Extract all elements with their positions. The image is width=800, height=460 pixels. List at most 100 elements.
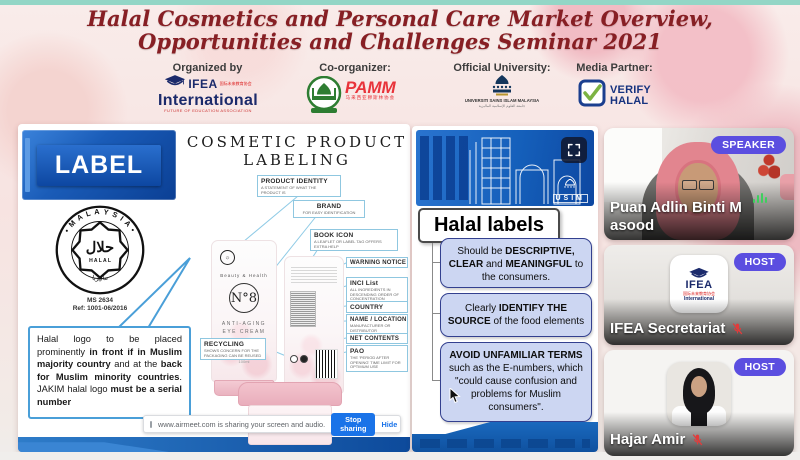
ifea-tagline: FUTURE OF EDUCATION ASSOCIATION [164, 108, 252, 113]
verify-word: VERIFY [610, 83, 651, 96]
halal-standard-ref: MS 2634 Ref: 1001-06/2016 [36, 297, 164, 313]
tube-product-line2: EYE CREAM [222, 329, 266, 335]
video-tile-host-hajar[interactable]: HOST Hajar Amir [604, 350, 794, 456]
avatar-face [691, 376, 707, 397]
top-strip [0, 0, 800, 5]
usim-name: UNIVERSITI SAINS ISLAM MALAYSIA [464, 98, 540, 103]
tube-back-text-lines [291, 265, 337, 283]
graduation-cap-icon [164, 74, 186, 93]
verify-check-icon [578, 79, 606, 112]
red-plant-decor [758, 154, 780, 184]
halal-ref-number: Ref: 1001-06/2016 [72, 305, 128, 312]
stop-sharing-button[interactable]: Stop sharing [331, 412, 376, 436]
shared-slide-right: USIM Halal labels Should be DESCRIPTIVE,… [412, 126, 598, 452]
halal-word: HALAL [610, 94, 649, 107]
ifea-chinese-name: 国际未来教育协会 [219, 80, 252, 86]
usim-building-header: USIM [416, 130, 594, 206]
share-message: www.airmeet.com is sharing your screen a… [158, 419, 326, 429]
host-badge: HOST [733, 358, 786, 376]
slide-right-footer-bar [412, 422, 598, 452]
barcode [315, 349, 338, 379]
diagram-title: COSMETIC PRODUCT LABELING [186, 133, 408, 169]
mosque-emblem-icon [306, 75, 342, 119]
bottom-strip [0, 452, 800, 460]
speaker-name: Puan Adlin Binti M asood [610, 199, 742, 234]
halal-standard: MS 2634 [86, 297, 114, 304]
callout-pao: PAO THE 'PERIOD AFTER OPENING' TIME LIMI… [346, 345, 408, 372]
video-tile-speaker[interactable]: SPEAKER Puan Adlin Binti M asood [604, 128, 794, 240]
usim-logo-badge: USIM [552, 176, 588, 203]
label-title: LABEL [36, 144, 162, 186]
pao-symbol-icon [300, 355, 308, 363]
seminar-title: Halal Cosmetics and Personal Care Market… [0, 7, 800, 53]
share-source-icon [150, 420, 152, 428]
tree-connector-2 [432, 313, 440, 314]
tree-connector-vertical [432, 243, 433, 381]
name-overlay-gradient [604, 412, 794, 456]
cosmetic-tube-front: ۞ Beauty & Health N°8 ANTI-AGING EYE CRE… [211, 240, 277, 382]
audio-level-icon [752, 193, 767, 203]
host2-name: Hajar Amir [610, 431, 704, 451]
ifea-name: International [158, 92, 258, 109]
seminar-title-line2: Opportunities and Challenges Seminar 202… [138, 29, 662, 54]
pamm-wordmark: PAMM [345, 78, 396, 97]
callout-net-contents: NET CONTENTS [346, 333, 408, 344]
tree-connector-3 [432, 380, 440, 381]
host-badge: HOST [733, 253, 786, 271]
tube-net-content: 100ml [238, 359, 250, 364]
organized-by-label: Organized by [172, 62, 243, 74]
host1-name: IFEA Secretariat [610, 320, 744, 340]
fullscreen-expand-icon[interactable] [561, 137, 587, 163]
verify-halal-logo: VERIFY HALAL [578, 79, 651, 112]
name-overlay-gradient [604, 299, 794, 345]
callout-book-icon: BOOK ICON A LEAFLET OR LABEL TAG OFFERS … [310, 229, 398, 252]
hide-link[interactable]: Hide [381, 419, 398, 429]
tube-brand: Beauty & Health [220, 273, 268, 278]
callout-brand: BRAND FOR EASY IDENTIFICATION [293, 200, 365, 218]
usim-arabic-name: جامعة العلوم الإسلامية الماليزية [478, 104, 526, 108]
screen-share-notification: www.airmeet.com is sharing your screen a… [143, 412, 401, 436]
pamm-logo: PAMM 马来西亚穆斯林协会 [345, 78, 396, 101]
usim-emblem-icon [490, 74, 514, 101]
callout-product-identity: PRODUCT IDENTITY A STATEMENT OF WHAT THE… [257, 175, 341, 198]
video-tile-host-ifea[interactable]: IFEA 国际未来教育协会 International HOST IFEA Se… [604, 245, 794, 345]
halal-labels-point-3: AVOID UNFAMILIAR TERMS such as the E-num… [440, 342, 592, 422]
halal-logo-placement-note: Halal logo to be placed prominently in f… [28, 326, 191, 419]
cosmetic-jar-lid [238, 382, 342, 406]
pamm-chinese-name: 马来西亚穆斯林协会 [345, 95, 396, 100]
callout-inci-list: INCI List ALL INGREDIENTS IN DESCENDING … [346, 277, 408, 304]
speaker-badge: SPEAKER [711, 136, 786, 154]
building-windows [420, 136, 472, 200]
tree-connector-1 [432, 262, 440, 263]
ifea-acronym: IFEA [188, 76, 218, 91]
mouse-cursor [449, 388, 461, 404]
usim-dome-icon [564, 178, 576, 188]
tube-product-line1: ANTI-AGING [221, 321, 267, 327]
official-university-label: Official University: [453, 62, 551, 74]
callout-warning-notice: WARNING NOTICE [346, 257, 408, 268]
halal-labels-point-1: Should be DESCRIPTIVE, CLEAR and MEANING… [440, 238, 592, 288]
shared-slide-left: LABEL • M A L A Y S I A • ماليزيا حلال H… [18, 124, 410, 452]
callout-country: COUNTRY [346, 301, 408, 313]
building-line-art [469, 137, 581, 205]
label-header: LABEL [22, 130, 176, 200]
svg-text:حلال: حلال [86, 240, 115, 256]
tube-ingredients-block [290, 291, 316, 327]
ifea-logo: IFEA 国际未来教育协会 International FUTURE OF ED… [138, 74, 278, 113]
cosmetic-tube-back [284, 256, 344, 394]
svg-text:H A L A L: H A L A L [89, 258, 111, 264]
seminar-title-line1: Halal Cosmetics and Personal Care Market… [87, 6, 713, 31]
halal-malaysia-logo: • M A L A Y S I A • ماليزيا حلال H A L A… [54, 204, 146, 301]
mic-muted-icon [691, 433, 704, 451]
callout-name-location: NAME / LOCATION MANUFACTURER OR DISTRIBU… [346, 314, 408, 336]
name-overlay-gradient [604, 182, 794, 240]
tube-number-badge: N°8 [229, 283, 259, 313]
usim-wordmark: USIM [552, 194, 588, 203]
tube-halal-mark-icon: ۞ [220, 250, 235, 265]
graduation-cap-icon [689, 267, 709, 278]
recycle-symbol-icon [290, 355, 298, 363]
mic-muted-icon [731, 322, 744, 340]
callout-recycling: RECYCLING SHOWS CONCERN FOR THE PACKAGIN… [200, 338, 266, 361]
halal-labels-point-2: Clearly IDENTIFY THE SOURCE of the food … [440, 293, 592, 337]
